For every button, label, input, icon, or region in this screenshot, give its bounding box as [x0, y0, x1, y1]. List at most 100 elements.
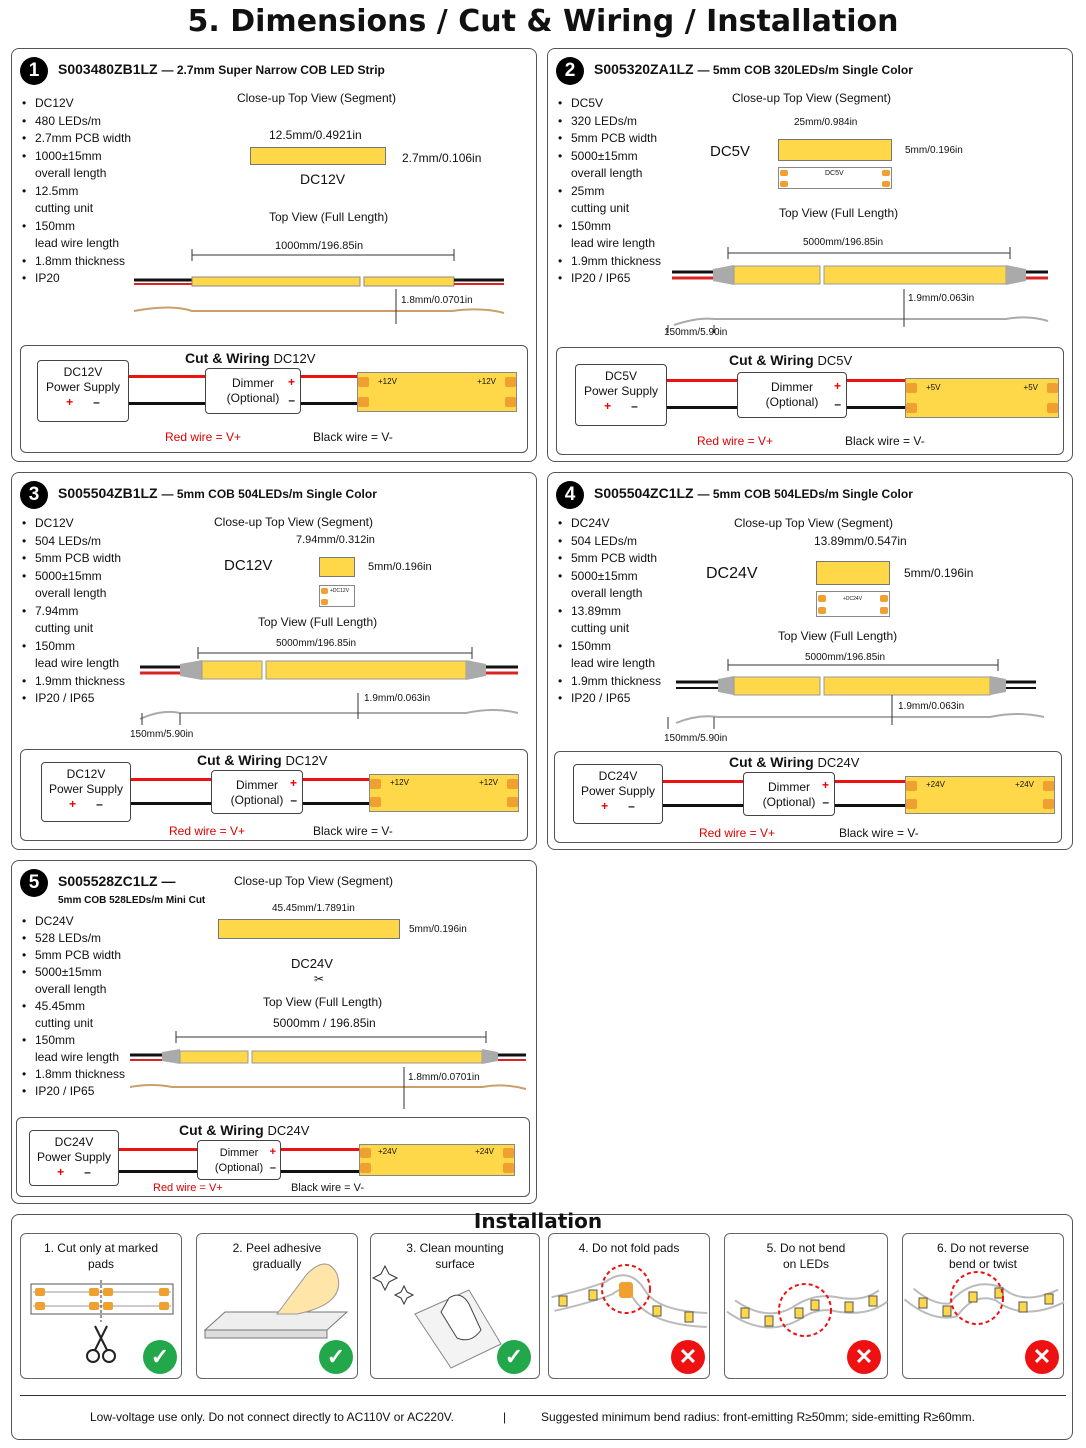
- install-step-6: 6. Do not reverse bend or twist ✕: [902, 1233, 1065, 1379]
- red-wire-note: Red wire = V+: [169, 824, 246, 838]
- spec-item: 150mm: [22, 218, 131, 236]
- folded-pads-icon: [551, 1264, 708, 1328]
- full-strip-drawing: [133, 249, 505, 324]
- panel-number: 3: [20, 481, 48, 509]
- segment-length: 45.45mm/1.7891in: [272, 903, 355, 914]
- spec-item: 45.45mm: [22, 998, 125, 1015]
- spec-item: 1.9mm thickness: [558, 253, 661, 271]
- segment-width: 5mm/0.196in: [409, 924, 467, 935]
- segment-back: DC5V: [778, 167, 892, 189]
- spec-item: 150mm: [558, 638, 661, 656]
- spec-item: 504 LEDs/m: [22, 533, 125, 551]
- closeup-title: Close-up Top View (Segment): [237, 91, 396, 105]
- full-length: 5000mm/196.85in: [803, 237, 884, 248]
- power-supply: DC12V Power Supply + –: [37, 360, 129, 422]
- footer-separator: |: [503, 1410, 507, 1424]
- spec-item: 150mm: [558, 218, 661, 236]
- wiring-box: Cut & Wiring DC5V DC5V Power Supply + – …: [556, 347, 1064, 455]
- dimmer: Dimmer(Optional) + –: [737, 372, 847, 418]
- spec-item: 150mm: [22, 1032, 125, 1049]
- segment-width: 5mm/0.196in: [905, 145, 963, 156]
- segment-strip: [816, 561, 890, 585]
- spec-item: 528 LEDs/m: [22, 930, 125, 947]
- spec-item: cutting unit: [571, 621, 630, 635]
- spec-item: 1000±15mm: [22, 148, 131, 166]
- spec-list: DC5V 320 LEDs/m 5mm PCB width 5000±15mm …: [558, 95, 661, 288]
- segment-width: 5mm/0.196in: [368, 561, 432, 573]
- dimmer: Dimmer(Optional) + –: [211, 770, 303, 814]
- red-wire-note: Red wire = V+: [697, 434, 774, 448]
- full-length: 5000mm/196.85in: [276, 638, 357, 649]
- installation-section: Installation 1. Cut only at marked pads …: [11, 1209, 1073, 1440]
- thickness-label: 1.8mm/0.0701in: [408, 1072, 480, 1083]
- spec-item: 5000±15mm: [558, 568, 661, 586]
- wiring-title: Cut & Wiring DC24V: [729, 754, 860, 770]
- red-wire-note: Red wire = V+: [699, 826, 776, 840]
- full-length: 5000mm / 196.85in: [273, 1016, 376, 1030]
- spec-item: lead wire length: [571, 656, 656, 670]
- wiring-strip: +24V +24V: [905, 776, 1055, 814]
- spec-item: 5mm PCB width: [558, 130, 661, 148]
- segment-voltage: DC24V: [706, 565, 758, 582]
- product-description: 5mm COB 528LEDs/m Mini Cut: [58, 895, 206, 906]
- spec-item: 5000±15mm: [558, 148, 661, 166]
- spec-item: 12.5mm: [22, 183, 131, 201]
- segment-width: 2.7mm/0.106in: [402, 151, 482, 165]
- install-step-5: 5. Do not bend on LEDs ✕: [724, 1233, 888, 1379]
- segment-length: 13.89mm/0.547in: [814, 534, 907, 548]
- full-length: 1000mm/196.85in: [275, 240, 364, 252]
- footer-note-left: Low-voltage use only. Do not connect dir…: [90, 1410, 454, 1424]
- segment-length: 7.94mm/0.312in: [296, 534, 375, 546]
- thickness-label: 1.9mm/0.063in: [898, 701, 965, 712]
- wiring-strip: +12V +12V: [357, 372, 517, 412]
- spec-item: DC24V: [558, 515, 661, 533]
- installation-title: Installation: [473, 1209, 603, 1233]
- spec-item: cutting unit: [35, 621, 94, 635]
- spec-item: 5000±15mm: [22, 568, 125, 586]
- black-wire-note: Black wire = V-: [845, 434, 925, 448]
- top-view-title: Top View (Full Length): [779, 206, 899, 220]
- product-panel-2: 2 S005320ZA1LZ — 5mm COB 320LEDs/m Singl…: [547, 48, 1073, 462]
- spec-item: 25mm: [558, 183, 661, 201]
- spec-item: 320 LEDs/m: [558, 113, 661, 131]
- install-step-4: 4. Do not fold pads ✕: [548, 1233, 710, 1379]
- closeup-title: Close-up Top View (Segment): [214, 515, 373, 529]
- thickness-label: 1.9mm/0.063in: [908, 293, 975, 304]
- spec-item: overall length: [571, 166, 643, 180]
- spec-item: cutting unit: [35, 1016, 94, 1030]
- closeup-title: Close-up Top View (Segment): [732, 91, 891, 105]
- cross-icon: ✕: [671, 1340, 705, 1374]
- wiring-box: Cut & Wiring DC24V DC24V Power Supply + …: [554, 751, 1062, 843]
- spec-item: IP20: [22, 270, 131, 288]
- peel-adhesive-icon: [203, 1263, 349, 1339]
- product-panel-4: 4 S005504ZC1LZ — 5mm COB 504LEDs/m Singl…: [547, 472, 1073, 850]
- install-step-1: 1. Cut only at marked pads ✓: [20, 1233, 182, 1379]
- spec-item: lead wire length: [35, 656, 120, 670]
- spec-list: DC12V 480 LEDs/m 2.7mm PCB width 1000±15…: [22, 95, 131, 288]
- check-icon: ✓: [143, 1340, 177, 1374]
- install-step-3: 3. Clean mounting surface ✓: [370, 1233, 540, 1379]
- segment-back: +DC24V: [816, 591, 890, 617]
- panel-number: 4: [556, 481, 584, 509]
- product-code: S003480ZB1LZ — 2.7mm Super Narrow COB LE…: [58, 61, 385, 77]
- segment-voltage: DC24V: [291, 956, 333, 971]
- dimmer: Dimmer(Optional) + –: [197, 1140, 281, 1180]
- power-supply: DC24V Power Supply + –: [573, 764, 663, 824]
- spec-item: 5mm PCB width: [558, 550, 661, 568]
- wiring-box: Cut & Wiring DC12V DC12V Power Supply + …: [20, 345, 528, 453]
- spec-item: DC12V: [22, 515, 125, 533]
- product-code: S005504ZC1LZ — 5mm COB 504LEDs/m Single …: [594, 485, 913, 501]
- top-view-title: Top View (Full Length): [778, 629, 898, 643]
- page-title: 5. Dimensions / Cut & Wiring / Installat…: [187, 4, 899, 39]
- product-panel-1: 1 S003480ZB1LZ — 2.7mm Super Narrow COB …: [11, 48, 537, 462]
- wiring-title: Cut & Wiring DC12V: [197, 752, 328, 768]
- dimmer: Dimmer(Optional) + –: [205, 368, 301, 414]
- spec-item: lead wire length: [35, 236, 120, 250]
- product-panel-5: 5 S005528ZC1LZ — 5mm COB 528LEDs/m Mini …: [11, 860, 537, 1204]
- spec-item: 7.94mm: [22, 603, 125, 621]
- spec-item: 480 LEDs/m: [22, 113, 131, 131]
- spec-item: 1.9mm thickness: [558, 673, 661, 691]
- spec-item: lead wire length: [35, 1050, 120, 1064]
- segment-length: 25mm/0.984in: [794, 117, 858, 128]
- spec-item: overall length: [35, 166, 107, 180]
